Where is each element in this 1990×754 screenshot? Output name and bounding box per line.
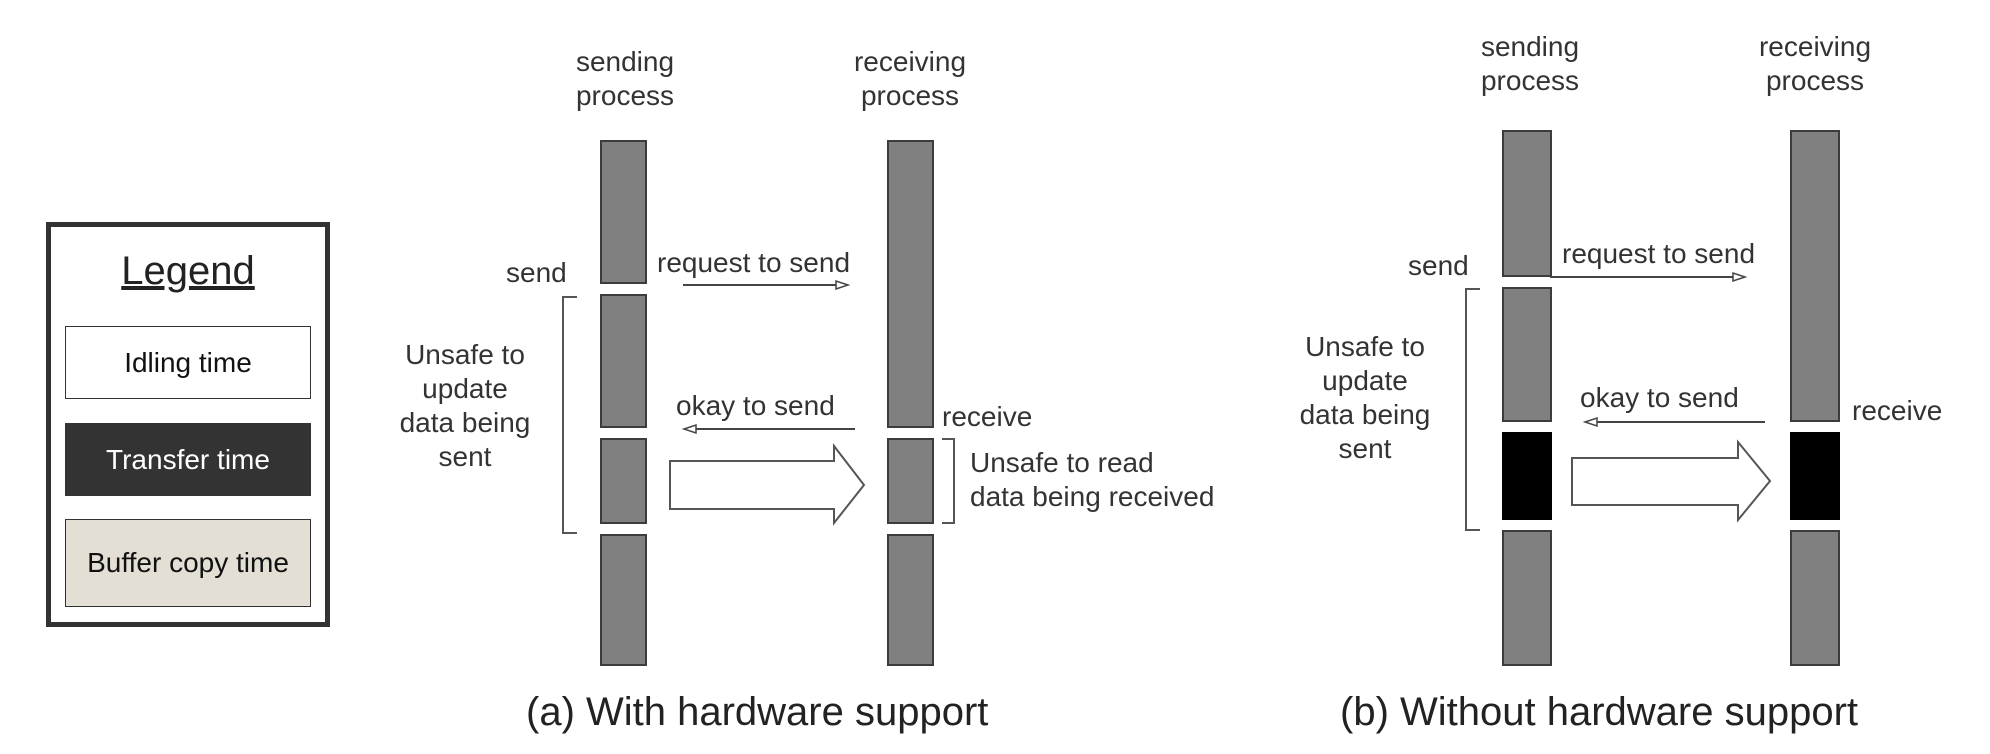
b-receiver-idle-bar-1 <box>1790 130 1840 422</box>
a-unsafe-update-bracket <box>562 296 577 534</box>
legend-box: Legend Idling time Transfer time Buffer … <box>46 222 330 627</box>
a-request-to-send-label: request to send <box>657 247 851 278</box>
b-request-arrowhead <box>1732 271 1748 283</box>
b-okay-to-send-label: okay to send <box>1580 382 1739 413</box>
a-sender-transfer-bar <box>600 438 647 524</box>
b-receiving-process-label: receiving process <box>1758 31 1872 96</box>
b-sending-process-label: sending process <box>1480 31 1580 96</box>
a-receiving-process-label: receiving process <box>853 46 967 111</box>
a-sender-idle-bar-3 <box>600 534 647 666</box>
legend-item-idling-time: Idling time <box>65 326 311 399</box>
a-okay-arrowhead <box>681 423 697 435</box>
b-okay-arrowhead <box>1582 416 1598 428</box>
b-unsafe-update-label: Unsafe to update data being sent <box>1299 331 1431 464</box>
a-unsafe-update-label: Unsafe to update data being sent <box>399 339 531 472</box>
legend-item-transfer-time: Transfer time <box>65 423 311 496</box>
a-caption: (a) With hardware support <box>526 690 989 734</box>
b-request-to-send-label: request to send <box>1562 238 1756 269</box>
b-receiver-idle-bar-2 <box>1790 530 1840 666</box>
legend-title: Legend <box>121 249 255 293</box>
a-unsafe-read-label: Unsafe to read data being received <box>970 447 1215 512</box>
a-okay-to-send-label: okay to send <box>676 390 835 421</box>
a-receiver-idle-bar-2 <box>887 534 934 666</box>
b-receiver-transfer-bar <box>1790 432 1840 520</box>
a-receive-label: receive <box>942 401 1033 432</box>
b-data-arrow <box>1571 439 1772 523</box>
b-sender-idle-bar-3 <box>1502 530 1552 666</box>
a-receiver-idle-bar-1 <box>887 140 934 428</box>
a-request-arrowhead <box>835 279 851 291</box>
legend-item-buffer-copy-time: Buffer copy time <box>65 519 311 607</box>
b-sender-transfer-bar <box>1502 432 1552 520</box>
a-send-label: send <box>506 257 567 288</box>
b-send-label: send <box>1408 250 1469 281</box>
a-sending-process-label: sending process <box>575 46 675 111</box>
a-unsafe-read-bracket <box>942 438 955 524</box>
b-unsafe-update-bracket <box>1465 288 1480 531</box>
a-data-arrow <box>669 443 866 526</box>
a-receiver-transfer-bar <box>887 438 934 524</box>
b-sender-idle-bar-1 <box>1502 130 1552 277</box>
b-caption: (b) Without hardware support <box>1340 690 1859 734</box>
a-sender-idle-bar-2 <box>600 294 647 428</box>
b-receive-label: receive <box>1852 395 1943 426</box>
b-sender-idle-bar-2 <box>1502 287 1552 422</box>
a-sender-idle-bar-1 <box>600 140 647 284</box>
